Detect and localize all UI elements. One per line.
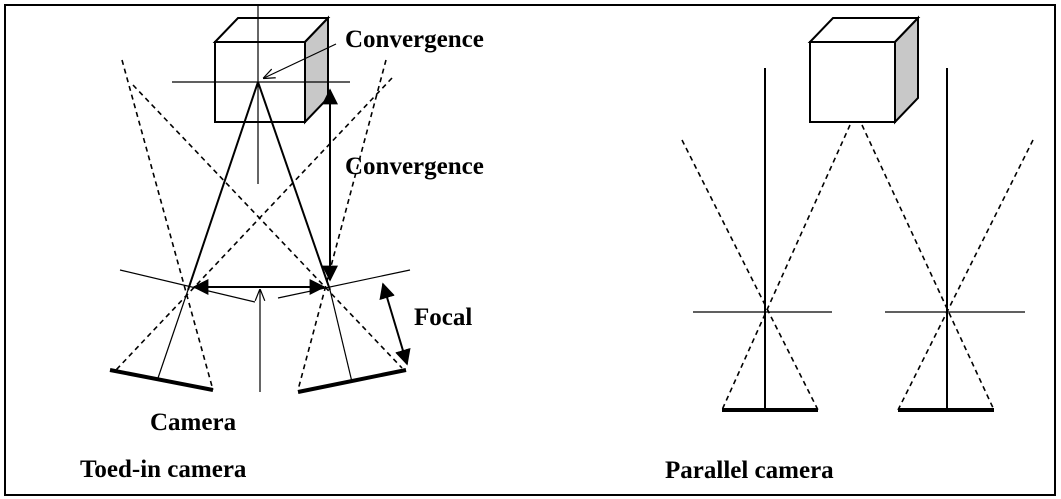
left-parallel-fov-edge (681, 139, 819, 411)
right-camera-fov-edge (132, 84, 403, 369)
convergence-point-arrow (264, 43, 337, 78)
right-camera-axis-back (329, 289, 353, 383)
left-camera-axis (187, 81, 259, 291)
diagram-frame (4, 4, 1056, 496)
cube-front-face (809, 41, 896, 123)
right-image-plane (277, 269, 411, 299)
parallel-camera-figure: Parallel camera (665, 15, 1034, 484)
right-camera-axis (257, 81, 331, 291)
right-parallel-fov-edge (861, 124, 995, 411)
parallel-title: Parallel camera (665, 457, 834, 484)
left-camera-sensor (109, 368, 214, 392)
target-cube-left (212, 15, 331, 125)
toed-in-camera-figure: Convergence Convergence Focal Camera Toe… (80, 5, 484, 483)
focal-label: Focal (414, 304, 472, 331)
left-camera-fov-edge (121, 59, 214, 391)
target-cube-right (807, 15, 921, 125)
left-camera-fov-edge (115, 77, 393, 371)
focal-length-arrow (379, 282, 411, 366)
right-camera-sensor (297, 368, 407, 394)
left-image-plane (119, 269, 256, 303)
left-camera-axis-back (157, 289, 189, 379)
right-camera-fov-edge (297, 59, 387, 391)
toed-in-title: Toed-in camera (80, 456, 247, 483)
camera-label: Camera (150, 409, 237, 436)
convergence-distance-label: Convergence (345, 153, 484, 180)
left-parallel-fov-edge (721, 124, 851, 411)
right-parallel-fov-edge (897, 139, 1034, 411)
convergence-point-label: Convergence (345, 26, 484, 53)
